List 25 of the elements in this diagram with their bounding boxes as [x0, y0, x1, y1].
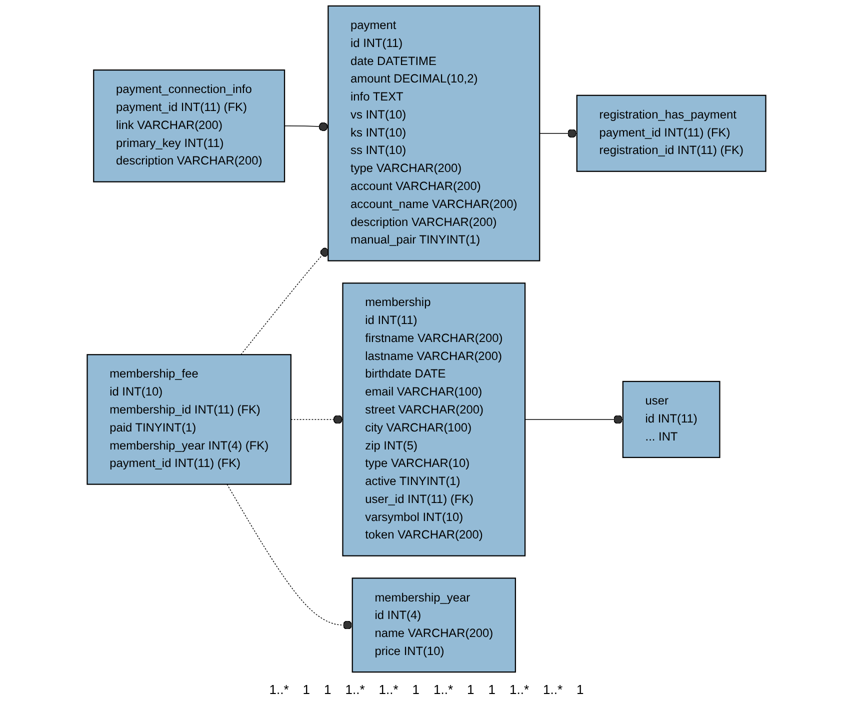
- multiplicity-label: 1: [412, 682, 420, 697]
- node-box: membership_year id INT(4) name VARCHAR(200) price INT(10): [352, 578, 516, 673]
- multiplicity-label: 1..*: [509, 682, 529, 697]
- connector: [240, 248, 330, 356]
- node-box: membership_fee id INT(10) membership_id INT(11) (FK) paid TINYINT(1) membership_year INT(4) (FK) payment_id INT(11) (FK): [86, 354, 292, 485]
- node-box: membership id INT(11) firstname VARCHAR(200) lastname VARCHAR(200) birthdate DATE email VARCHAR(100) street VARCHAR(200) city VARCHAR(100) zip INT(5) type VARCHAR(10) active TINYINT(1) user_id INT(11) (FK) varsymbol INT(10) token VARCHAR(200): [342, 282, 526, 556]
- connector: [284, 122, 329, 132]
- multiplicity-label: 1: [576, 682, 584, 697]
- multiplicity-label: 1: [488, 682, 496, 697]
- node-box: registration_has_payment payment_id INT(11) (FK) registration_id INT(11) (FK): [576, 94, 766, 172]
- multiplicity-label: 1..*: [543, 682, 563, 697]
- multiplicity-label: 1..*: [269, 682, 289, 697]
- multiplicity-label: 1..*: [378, 682, 398, 697]
- multiplicity-label: 1..*: [434, 682, 454, 697]
- multiplicity-label: 1: [302, 682, 310, 697]
- multiplicity-label: 1: [324, 682, 332, 697]
- multiplicity-label: 1..*: [345, 682, 365, 697]
- multiplicity-label: 1: [467, 682, 474, 697]
- node-box: user id INT(11) ... INT: [622, 380, 720, 458]
- connector: [524, 414, 624, 424]
- node-box: payment_connection_info payment_id INT(11) (FK) link VARCHAR(200) primary_key INT(11) description VARCHAR(200): [93, 69, 286, 182]
- connector: [539, 128, 578, 138]
- connector: [226, 484, 353, 630]
- node-box: payment id INT(11) date DATETIME amount DECIMAL(10,2) info TEXT vs INT(10) ks INT(10) ss INT(10) type VARCHAR(200) account VARCHAR(200) account_name VARCHAR(200) description VARCHAR(200) manual_pair TINYINT(1): [328, 5, 540, 262]
- connector: [290, 414, 344, 424]
